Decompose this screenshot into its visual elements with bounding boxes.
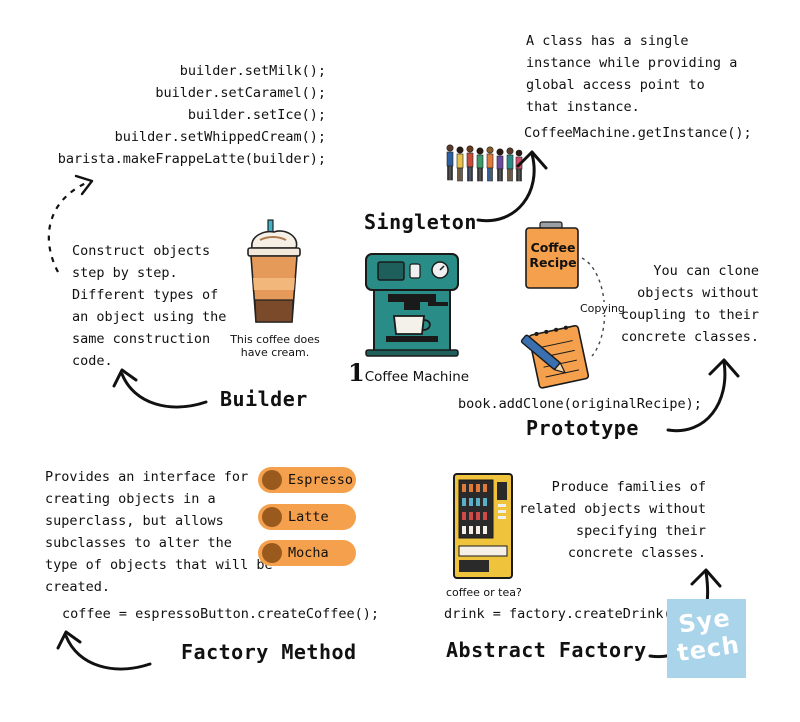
factory-method-code: coffee = espressoButton.createCoffee();	[62, 606, 379, 622]
sytech-logo: Sye tech	[667, 599, 746, 678]
espresso-button[interactable]: Espresso	[258, 467, 356, 493]
abstract-factory-code: drink = factory.createDrink();	[444, 606, 688, 622]
prototype-description-line: You can clone	[653, 263, 759, 279]
curved-arrow-icon	[666, 358, 740, 433]
singleton-description-line: that instance.	[526, 99, 640, 115]
singleton-title: Singleton	[364, 210, 477, 234]
prototype-code: book.addClone(originalRecipe);	[458, 396, 702, 412]
abstract-factory-description-line: related objects without	[519, 501, 706, 517]
singleton-description: A class has a single instance while prov…	[526, 30, 737, 118]
factory-method-description-line: superclass, but allows	[45, 513, 224, 529]
prototype-description: You can clone objects without coupling t…	[621, 260, 759, 348]
curved-arrow-icon	[112, 368, 208, 409]
builder-description: Construct objects step by step. Differen…	[72, 240, 226, 372]
button-dot-icon	[262, 470, 282, 490]
prototype-description-line: coupling to their	[620, 307, 759, 323]
factory-method-description-line: creating objects in a	[45, 491, 216, 507]
builder-description-line: an object using the	[72, 309, 227, 325]
button-dot-icon	[262, 543, 282, 563]
notepad-pen-icon	[520, 324, 590, 389]
builder-note: This coffee does have cream.	[220, 333, 330, 359]
builder-description-line: Different types of	[72, 287, 219, 303]
recipe-card-label-line: Recipe	[529, 255, 577, 270]
curved-arrow-icon	[476, 150, 548, 223]
mocha-button[interactable]: Mocha	[258, 540, 356, 566]
mocha-button-label: Mocha	[288, 545, 329, 561]
singleton-description-line: global access point to	[526, 77, 705, 93]
dotted-connector-icon	[581, 257, 606, 357]
vending-machine-icon	[453, 473, 513, 579]
builder-code-line: barista.makeFrappeLatte(builder);	[57, 151, 326, 167]
prototype-description-line: concrete classes.	[620, 329, 759, 345]
copying-label: Copying	[578, 302, 627, 315]
center-label: 1Coffee Machine	[348, 358, 469, 387]
abstract-factory-description-line: concrete classes.	[567, 545, 706, 561]
curved-arrow-icon	[56, 630, 152, 671]
espresso-button-label: Espresso	[288, 472, 354, 488]
abstract-factory-caption: coffee or tea?	[446, 586, 522, 599]
singleton-description-line: A class has a single	[526, 33, 689, 49]
builder-title: Builder	[220, 387, 308, 411]
builder-description-line: step by step.	[72, 265, 178, 281]
center-label-text: Coffee Machine	[364, 369, 470, 385]
dashed-arrow-icon	[47, 174, 94, 273]
factory-method-title: Factory Method	[181, 640, 357, 664]
abstract-factory-description: Produce families of related objects with…	[519, 476, 706, 564]
coffee-machine-icon	[365, 253, 459, 357]
recipe-card-label: Coffee Recipe	[526, 240, 580, 270]
builder-note-line: This coffee does	[230, 333, 320, 346]
abstract-factory-title: Abstract Factory	[446, 638, 647, 662]
people-queue-icon	[446, 144, 523, 182]
singleton-description-line: instance while providing a	[526, 55, 738, 71]
center-count: 1	[348, 358, 365, 387]
abstract-factory-description-line: specifying their	[575, 523, 706, 539]
factory-method-description-line: subclasses to alter the	[45, 535, 232, 551]
factory-method-description: Provides an interface for creating objec…	[45, 466, 273, 598]
singleton-code: CoffeeMachine.getInstance();	[524, 125, 752, 141]
latte-button[interactable]: Latte	[258, 504, 356, 530]
abstract-factory-description-line: Produce families of	[551, 479, 706, 495]
button-dot-icon	[262, 507, 282, 527]
recipe-card-icon	[525, 221, 579, 289]
factory-method-description-line: type of objects that will be	[45, 557, 273, 573]
builder-code-line: builder.setIce();	[187, 107, 326, 123]
logo-text: Sye tech	[663, 602, 749, 668]
frappe-cup-icon	[247, 219, 301, 323]
builder-code-line: builder.setMilk();	[179, 63, 326, 79]
builder-note-line: have cream.	[240, 346, 310, 359]
builder-code: builder.setMilk(); builder.setCaramel();…	[58, 60, 326, 170]
builder-description-line: Construct objects	[72, 243, 211, 259]
builder-description-line: code.	[72, 353, 113, 369]
prototype-description-line: objects without	[637, 285, 759, 301]
builder-code-line: builder.setCaramel();	[155, 85, 326, 101]
builder-description-line: same construction	[72, 331, 211, 347]
latte-button-label: Latte	[288, 509, 329, 525]
recipe-card-label-line: Coffee	[530, 240, 576, 255]
factory-method-description-line: Provides an interface for	[45, 469, 249, 485]
factory-method-description-line: created.	[45, 579, 111, 595]
prototype-title: Prototype	[526, 416, 639, 440]
builder-code-line: builder.setWhippedCream();	[114, 129, 326, 145]
